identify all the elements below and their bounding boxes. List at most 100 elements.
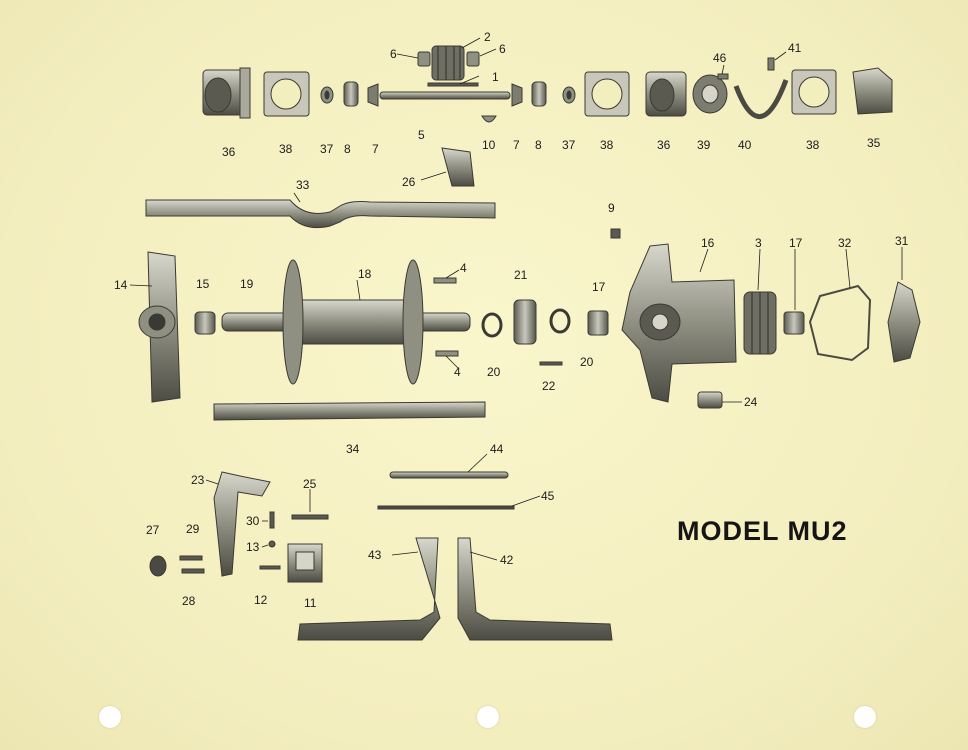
label-2: 2 [484, 30, 491, 44]
label-38-mid: 38 [600, 138, 614, 152]
part-24-block [697, 391, 723, 409]
label-4-upper: 4 [460, 261, 467, 275]
part-43-left-foot [297, 537, 441, 641]
part-44-rod [389, 471, 509, 479]
label-42: 42 [500, 553, 514, 567]
part-42-right-foot [457, 537, 613, 641]
part-7-cone-right [511, 83, 523, 107]
model-title: MODEL MU2 [677, 516, 848, 546]
part-21-clutch [513, 299, 537, 345]
part-6-nut-right [466, 51, 480, 67]
label-35: 35 [867, 136, 881, 150]
part-40-brake-band [733, 79, 789, 119]
part-27-knob [149, 555, 167, 577]
label-41: 41 [788, 41, 802, 55]
label-8-right: 8 [535, 138, 542, 152]
part-20-ring-right [549, 308, 571, 334]
label-15: 15 [196, 277, 210, 291]
part-41-spring [767, 57, 775, 71]
part-16-gear-housing [621, 243, 737, 403]
label-17-right: 17 [789, 236, 803, 250]
label-31: 31 [895, 234, 909, 248]
part-33-upper-rail [145, 199, 496, 229]
part-25-pin [291, 514, 329, 520]
part-18-drum [282, 259, 424, 385]
label-14: 14 [114, 278, 128, 292]
part-1-key [427, 82, 479, 87]
part-32-gasket [808, 284, 872, 362]
label-6-left: 6 [390, 47, 397, 61]
label-28: 28 [182, 594, 196, 608]
part-36-right-housing [645, 71, 687, 117]
binder-hole-right [854, 706, 876, 728]
label-20-right: 20 [580, 355, 594, 369]
label-30: 30 [246, 514, 260, 528]
part-8-cup-left [343, 81, 359, 107]
part-10 [481, 115, 497, 123]
part-28-pin [181, 568, 205, 574]
part-37-seal-left [320, 86, 334, 104]
label-8-left: 8 [344, 142, 351, 156]
part-31-cover [887, 281, 921, 363]
label-7-right: 7 [513, 138, 520, 152]
label-34: 34 [346, 442, 360, 456]
label-6-right: 6 [499, 42, 506, 56]
label-19: 19 [240, 277, 254, 291]
part-35-cover [852, 67, 893, 115]
label-9: 9 [608, 201, 615, 215]
label-10: 10 [482, 138, 496, 152]
label-39: 39 [697, 138, 711, 152]
part-45-tie-rod [377, 505, 515, 510]
part-17-bushing-left [587, 310, 609, 336]
label-46: 46 [713, 51, 727, 65]
part-9 [610, 228, 621, 239]
label-26: 26 [402, 175, 416, 189]
label-12: 12 [254, 593, 268, 607]
label-33: 33 [296, 178, 310, 192]
leader-lines [129, 37, 903, 561]
label-43: 43 [368, 548, 382, 562]
label-16: 16 [701, 236, 715, 250]
part-39-brake-drum [692, 74, 728, 114]
part-36-left-housing [202, 67, 251, 119]
part-37-seal-right [562, 86, 576, 104]
label-20-left: 20 [487, 365, 501, 379]
label-22: 22 [542, 379, 556, 393]
part-14-end-frame [138, 251, 181, 403]
label-44: 44 [490, 442, 504, 456]
label-1: 1 [492, 70, 499, 84]
part-7-cone-left [367, 83, 379, 107]
label-11: 11 [304, 596, 317, 610]
label-36-left: 36 [222, 145, 236, 159]
label-13: 13 [246, 540, 260, 554]
part-4-key-lower [435, 350, 459, 357]
part-8-cup-right [531, 81, 547, 107]
label-45: 45 [541, 489, 555, 503]
binder-hole-center [477, 706, 499, 728]
label-38-left: 38 [279, 142, 293, 156]
part-13 [268, 540, 276, 548]
part-29-pin [179, 555, 203, 561]
part-26-bracket [441, 147, 475, 187]
label-17-left: 17 [592, 280, 606, 294]
label-4-lower: 4 [454, 365, 461, 379]
part-3-worm-gear [743, 291, 777, 355]
part-34-lower-rail [213, 401, 486, 421]
label-37-right: 37 [562, 138, 576, 152]
label-5: 5 [418, 128, 425, 142]
part-30-spring [269, 511, 275, 529]
label-38-right: 38 [806, 138, 820, 152]
part-4-key-upper [433, 277, 457, 284]
part-2-worm [431, 45, 465, 81]
part-38-gasket-mid [584, 71, 630, 117]
label-32: 32 [838, 236, 852, 250]
label-24: 24 [744, 395, 758, 409]
label-7-left: 7 [372, 142, 379, 156]
part-23-lever [213, 471, 271, 577]
part-17-bushing-right [783, 311, 805, 335]
part-22-pin [539, 361, 563, 366]
part-20-ring-left [481, 312, 503, 338]
part-12-pin [259, 565, 281, 570]
